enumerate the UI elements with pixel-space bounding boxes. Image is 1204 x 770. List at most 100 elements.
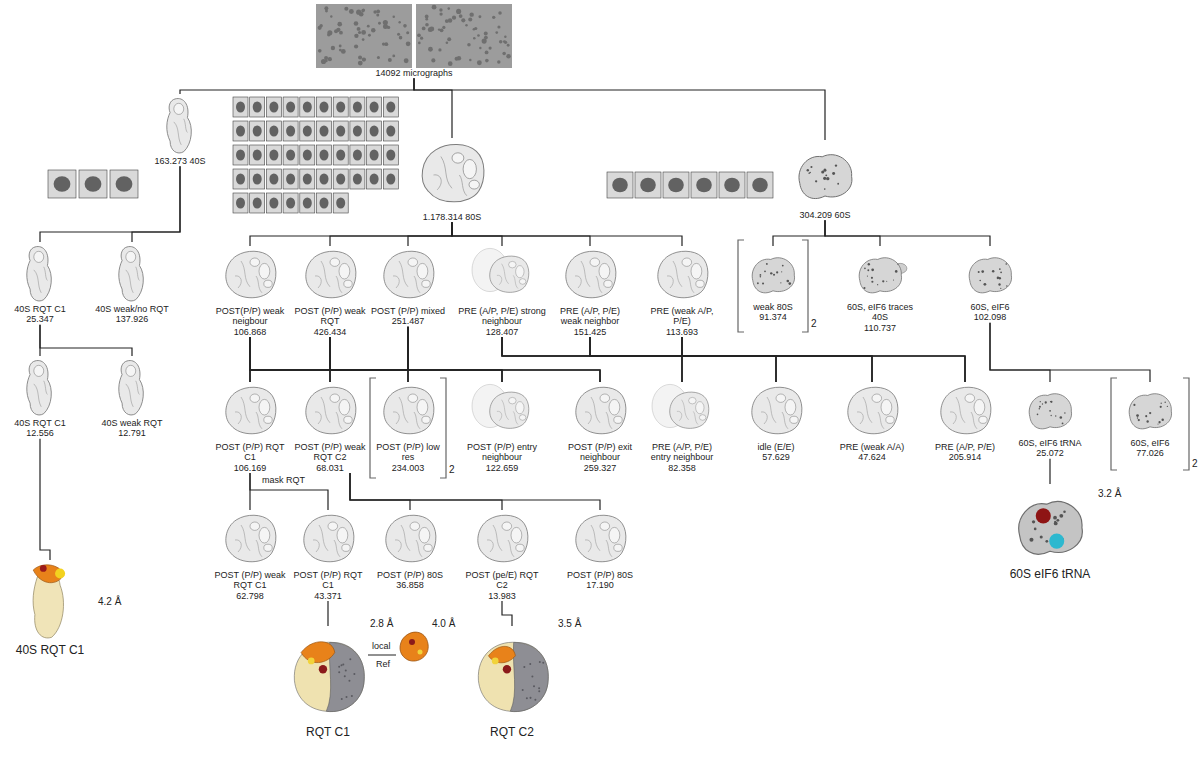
class-average [300, 169, 315, 189]
density-map [370, 246, 446, 306]
class-node: PRE (A/P, P/E)205.914 [927, 382, 1003, 463]
map-detail [1049, 410, 1051, 412]
class-name: POST (P/P) RQT C1 [212, 442, 288, 463]
ribosome-map [490, 392, 529, 428]
map-detail [1149, 412, 1151, 414]
class-node: 40S RQT C112.556 [5, 356, 75, 439]
particle [253, 197, 262, 208]
tree-connector [452, 222, 682, 246]
class-average [383, 97, 398, 117]
tree-connector [502, 337, 776, 382]
particle [358, 61, 363, 66]
map-lobe [511, 527, 522, 543]
class-average [300, 193, 315, 213]
density-map [952, 246, 1028, 302]
particle [320, 125, 329, 136]
map-lobe [34, 251, 44, 262]
class-average [233, 121, 248, 141]
particle [386, 125, 395, 136]
map-detail [529, 697, 531, 699]
map-detail [393, 397, 420, 429]
map-detail [1050, 401, 1052, 403]
particle [318, 26, 322, 30]
map-detail [34, 381, 48, 407]
map-detail [315, 397, 342, 429]
particle-count: 17.190 [562, 580, 638, 590]
ribosome-map [226, 515, 276, 562]
particle [473, 37, 476, 40]
particle [469, 12, 473, 16]
particle [358, 56, 362, 60]
class-node: PRE (weak A/P, P/E)113.693 [644, 246, 720, 337]
map-lobe [452, 153, 464, 163]
map-detail [760, 274, 762, 276]
density-map [457, 246, 547, 306]
map-lobe [696, 402, 704, 414]
map-detail [1000, 288, 1001, 289]
leader-line [368, 655, 396, 656]
map-lobe [422, 416, 430, 423]
density-map [840, 246, 920, 302]
class-average [250, 193, 265, 213]
map-detail [815, 180, 817, 182]
particle [465, 24, 467, 26]
map-detail [126, 381, 140, 407]
class-average [367, 121, 382, 141]
tree-connector [132, 166, 180, 242]
ribosome-map [670, 392, 709, 428]
particle [377, 56, 380, 59]
map-detail [345, 670, 347, 672]
class-average [266, 121, 281, 141]
tree-connector [327, 601, 328, 626]
particle [378, 22, 381, 25]
ribosome-map [752, 258, 794, 293]
particle [446, 41, 449, 44]
particle [724, 178, 740, 193]
map-detail [1145, 415, 1147, 417]
map-lobe [174, 103, 184, 114]
map-detail [1050, 401, 1051, 402]
map-detail [810, 166, 812, 168]
class-node: POST (P/P) low res234.003 [373, 382, 443, 473]
density-map [5, 356, 75, 418]
density-map [5, 242, 75, 304]
density-map [212, 382, 288, 442]
map-lobe [590, 258, 600, 266]
map-detail [1059, 514, 1063, 518]
particle [438, 48, 441, 51]
class-node: PRE (A/P, P/E) strong neighbour128.407 [457, 246, 547, 337]
class-node: POST (P/P) mixed251.487 [370, 246, 446, 327]
map-detail [1006, 285, 1008, 287]
ribosome-map [941, 387, 991, 434]
map-lobe [609, 527, 620, 543]
particle [330, 15, 332, 17]
class-average [250, 121, 265, 141]
map-lobe [509, 397, 516, 404]
annotation-label: 4.2 Å [98, 596, 121, 607]
map-lobe [691, 263, 702, 279]
class-average [333, 169, 348, 189]
density-map [1005, 484, 1095, 568]
particle [286, 101, 295, 112]
particle [438, 28, 440, 30]
map-detail [1157, 423, 1158, 424]
map-detail [1054, 521, 1056, 523]
map-lobe [519, 279, 526, 285]
particle [479, 47, 481, 49]
map-lobe [330, 258, 340, 266]
class-name: POST (P/P) 80S [562, 570, 638, 580]
map-detail [871, 268, 874, 271]
particle-count: 151.425 [552, 327, 628, 337]
map-detail [1056, 519, 1059, 522]
map-detail [126, 267, 140, 293]
particle [303, 197, 312, 208]
map-detail [539, 661, 541, 663]
class-average [233, 193, 248, 213]
density-map [407, 138, 497, 212]
particle [354, 34, 358, 38]
particle [325, 10, 328, 13]
particle [399, 36, 403, 40]
particle-count: 25.347 [5, 314, 75, 324]
map-detail [1050, 415, 1051, 416]
annotation-label: local [372, 642, 391, 652]
